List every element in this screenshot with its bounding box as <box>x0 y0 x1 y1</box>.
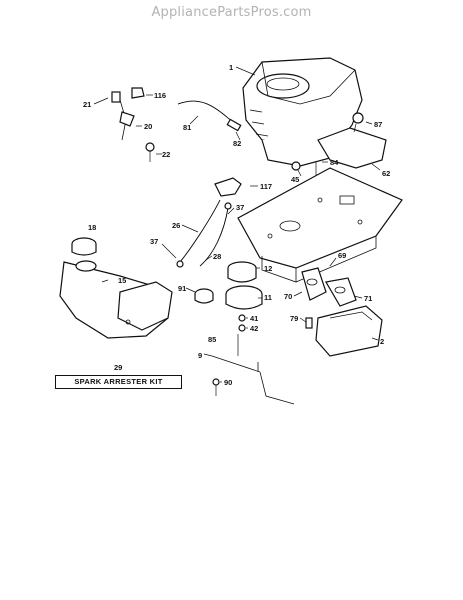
callout-116: 116 <box>154 91 166 100</box>
fuel-line <box>177 100 242 132</box>
callout-117: 117 <box>260 182 272 191</box>
callout-79: 79 <box>290 314 298 323</box>
callout-18: 18 <box>88 223 96 232</box>
callout-71: 71 <box>364 294 372 303</box>
callout-91: 91 <box>178 284 186 293</box>
callout-12: 12 <box>264 264 272 273</box>
callout-29: 29 <box>114 363 122 372</box>
pulleys <box>194 261 263 356</box>
callout-90: 90 <box>224 378 232 387</box>
engine-deck <box>237 161 403 283</box>
callout-2: 2 <box>380 337 384 346</box>
callout-42: 42 <box>250 324 258 333</box>
callout-85: 85 <box>208 335 216 344</box>
callout-labels: 1 116 21 20 22 81 82 87 45 84 62 117 37 … <box>83 63 390 387</box>
callout-1: 1 <box>229 63 233 72</box>
callout-70: 70 <box>284 292 292 301</box>
throttle-parts <box>111 87 155 162</box>
callout-15: 15 <box>118 276 126 285</box>
callout-87: 87 <box>374 120 382 129</box>
brackets <box>301 267 357 307</box>
control-rod <box>211 355 295 405</box>
heat-shield <box>317 112 387 169</box>
fuel-tank <box>59 237 173 339</box>
callout-22: 22 <box>162 150 170 159</box>
callout-9: 9 <box>198 351 202 360</box>
callout-69: 69 <box>338 251 346 260</box>
callout-37-upper: 37 <box>236 203 244 212</box>
callout-45: 45 <box>291 175 299 184</box>
engine <box>242 57 363 167</box>
callout-37-lower: 37 <box>150 237 158 246</box>
leader-lines <box>93 66 381 383</box>
muffler <box>305 305 383 357</box>
callout-62: 62 <box>382 169 390 178</box>
callout-26: 26 <box>172 221 180 230</box>
watermark: AppliancePartsPros.com <box>151 5 312 20</box>
hoses <box>176 177 242 268</box>
callout-82: 82 <box>233 139 241 148</box>
callout-20: 20 <box>144 122 152 131</box>
callout-28: 28 <box>213 252 221 261</box>
callout-84: 84 <box>330 158 339 167</box>
spark-arrester-kit-label: SPARK ARRESTER KIT <box>55 375 182 389</box>
callout-11: 11 <box>264 293 272 302</box>
callout-21: 21 <box>83 100 91 109</box>
callout-41: 41 <box>250 314 258 323</box>
callout-81: 81 <box>183 123 191 132</box>
